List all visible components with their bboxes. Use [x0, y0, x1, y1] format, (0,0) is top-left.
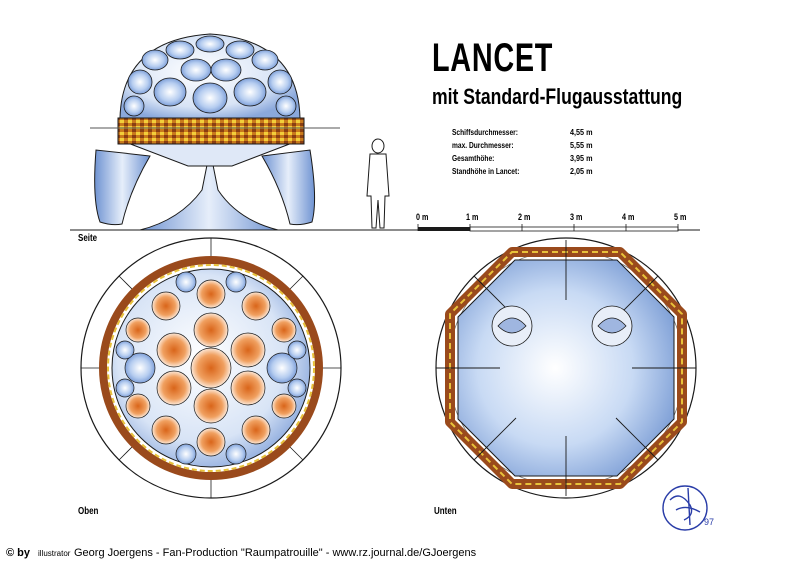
scale-tick-label: 1 m: [466, 212, 479, 222]
spec-value: 3,95 m: [570, 153, 593, 163]
scale-tick-label: 0 m: [416, 212, 429, 222]
scale-bar: [417, 224, 679, 232]
hatch-left: [491, 305, 533, 347]
spec-label: Schiffsdurchmesser:: [452, 127, 518, 137]
bottom-view-label: Unten: [434, 506, 457, 517]
spec-label: max. Durchmesser:: [452, 140, 514, 150]
page-title: LANCET: [432, 36, 554, 80]
hatch-right: [591, 305, 633, 347]
bottom-view: [435, 237, 697, 499]
top-view-label: Oben: [78, 506, 99, 517]
human-scale-figure: [366, 138, 390, 229]
spec-value: 2,05 m: [570, 166, 593, 176]
spec-label: Gesamthöhe:: [452, 153, 495, 163]
credit-prefix: © by: [6, 547, 30, 559]
artist-signature: [662, 485, 708, 531]
spec-value: 4,55 m: [570, 127, 593, 137]
scale-tick-label: 4 m: [622, 212, 635, 222]
credit-bar: © by illustrator Georg Joergens - Fan-Pr…: [0, 543, 800, 566]
credit-text: Georg Joergens - Fan-Production "Raumpat…: [74, 547, 477, 559]
side-view-label: Seite: [78, 233, 98, 244]
top-view: [80, 237, 342, 499]
scale-tick-label: 5 m: [674, 212, 687, 222]
scale-tick-label: 2 m: [518, 212, 531, 222]
side-view: [70, 33, 700, 231]
spec-value: 5,55 m: [570, 140, 593, 150]
scale-tick-label: 3 m: [570, 212, 583, 222]
page-subtitle: mit Standard-Flugausstattung: [432, 84, 683, 109]
credit-role: illustrator: [38, 549, 71, 558]
spec-label: Standhöhe in Lancet:: [452, 166, 520, 176]
signature-year: 97: [704, 517, 715, 527]
